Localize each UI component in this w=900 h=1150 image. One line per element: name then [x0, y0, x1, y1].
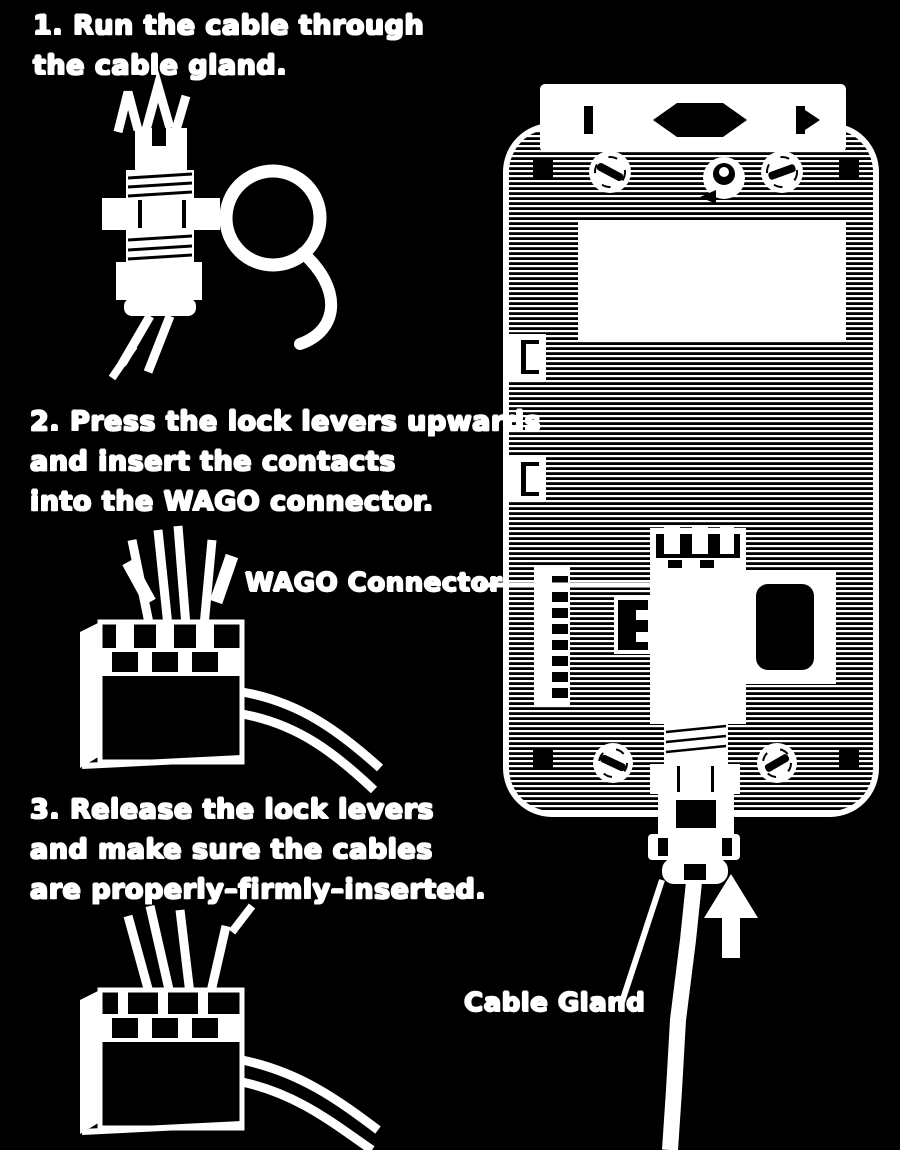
- component-e-shape: [614, 596, 650, 654]
- corner-notch: [839, 158, 859, 178]
- step1-cable-gland-figure: [102, 69, 338, 381]
- step3-instruction: 3. Release the lock levers and make sure…: [30, 790, 486, 910]
- screw-icon: [593, 743, 633, 783]
- wago-connector: [650, 526, 746, 724]
- keyhole-slot-icon: [653, 103, 747, 137]
- corner-notch: [533, 158, 553, 178]
- step1-line2: the cable gland.: [33, 50, 287, 81]
- screw-icon: [757, 743, 797, 783]
- label-window: [578, 220, 846, 340]
- terminal-strip: [534, 566, 570, 706]
- wago-connector-label: WAGO Connector: [245, 568, 503, 598]
- step1-instruction: 1. Run the cable through the cable gland…: [33, 6, 424, 86]
- step2-line1: 2. Press the lock levers upwards: [30, 406, 542, 437]
- step3-line3: are properly–firmly–inserted.: [30, 874, 487, 905]
- step2-instruction: 2. Press the lock levers upwards and ins…: [30, 402, 541, 522]
- step1-line1: 1. Run the cable through: [33, 10, 425, 41]
- step3-connector-figure: [80, 903, 381, 1150]
- step2-line3: into the WAGO connector.: [30, 486, 434, 517]
- step3-line1: 3. Release the lock levers: [30, 794, 434, 825]
- seal-ring-icon: [219, 164, 327, 272]
- corner-notch: [839, 750, 859, 770]
- screw-boss: [506, 456, 546, 502]
- cable-gland-on-device: [648, 722, 740, 884]
- step2-connector-figure: [80, 525, 384, 794]
- up-arrow-icon: [704, 874, 758, 958]
- cable-loop: [294, 247, 338, 350]
- component-block: [744, 572, 836, 684]
- corner-notch: [533, 750, 553, 770]
- step2-line2: and insert the contacts: [30, 446, 396, 477]
- screw-icon: [761, 151, 803, 193]
- grommet-icon: [700, 157, 745, 204]
- step3-line2: and make sure the cables: [30, 834, 433, 865]
- screw-boss: [506, 334, 546, 380]
- cable-gland-leader-line: [619, 879, 665, 1003]
- cable-gland-label: Cable Gland: [464, 988, 646, 1018]
- device-enclosure-illustration: [480, 84, 879, 1150]
- top-mounting-flange: [540, 84, 846, 152]
- screw-icon: [589, 151, 631, 193]
- cable: [662, 881, 702, 1150]
